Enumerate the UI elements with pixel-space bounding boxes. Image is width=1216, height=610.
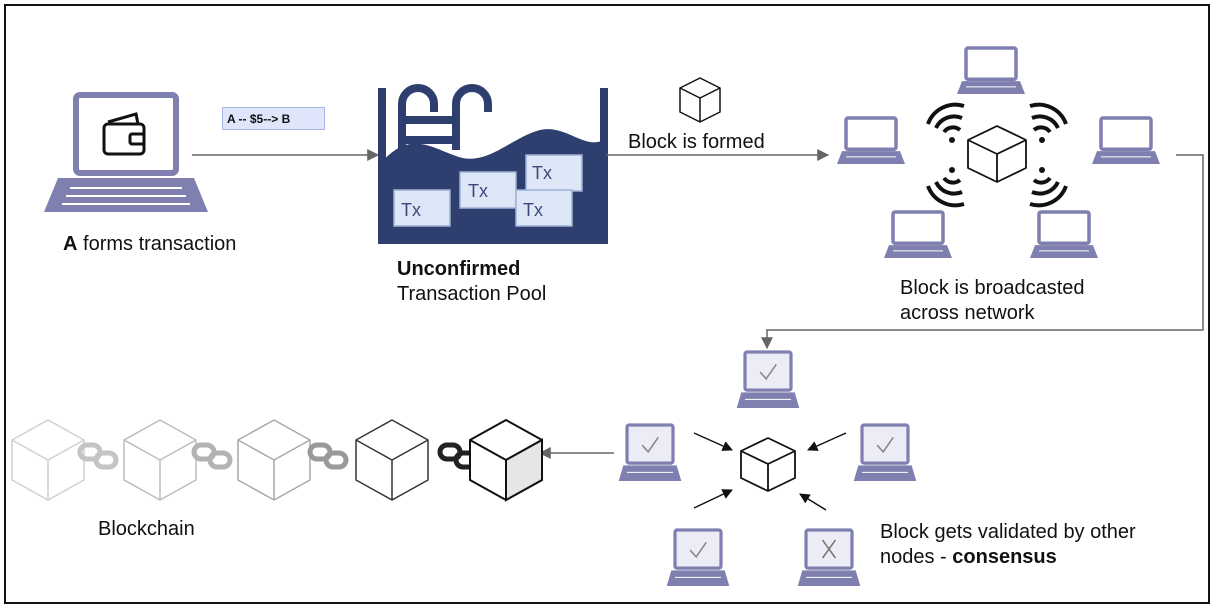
sender-laptop-icon (44, 92, 208, 212)
network-laptop-icon (884, 210, 952, 258)
sender-text: forms transaction (83, 233, 237, 255)
validation-line1: Block gets validated by other (880, 521, 1136, 543)
wifi-signal-icon (926, 102, 965, 143)
pool-title: Unconfirmed (397, 258, 521, 280)
tx-card: Tx (525, 154, 583, 192)
svg-text:Tx: Tx (523, 200, 543, 220)
svg-text:Tx: Tx (401, 200, 421, 220)
chain-link-icon (191, 442, 233, 470)
pool-ladder-icon (398, 84, 492, 158)
network-laptop-icon (1092, 116, 1160, 164)
blockchain-label: Blockchain (98, 518, 195, 540)
tx-card: Tx (459, 171, 517, 209)
consensus-arrow (807, 432, 847, 451)
consensus-arrow (799, 493, 827, 511)
validator-laptop-icon (618, 423, 682, 481)
cross-icon (821, 539, 837, 559)
diagram-frame (4, 4, 1210, 604)
chain-block-cube-icon (355, 419, 429, 501)
sender-label: A forms transaction (63, 232, 236, 257)
check-icon (759, 363, 777, 381)
chain-block-cube-icon (469, 419, 543, 502)
validator-laptop-icon (736, 350, 800, 408)
network-laptop-icon (957, 46, 1025, 94)
chain-link-icon (307, 442, 349, 470)
consensus-arrow (693, 489, 733, 509)
check-icon (876, 436, 894, 454)
arrow-to-validation (761, 154, 1204, 350)
check-icon (689, 541, 707, 559)
validator-laptop-icon (853, 423, 917, 481)
pool-subtitle: Transaction Pool (397, 283, 547, 305)
chain-block-cube-icon (237, 419, 311, 501)
broadcast-label: Block is broadcasted across network (900, 276, 1085, 326)
sender-name: A (63, 233, 78, 255)
network-laptop-icon (1030, 210, 1098, 258)
broadcast-line2: across network (900, 302, 1035, 324)
block-formed-label: Block is formed (628, 131, 765, 153)
consensus-word: consensus (952, 546, 1057, 568)
tx-card: Tx (393, 189, 451, 227)
wallet-icon (102, 112, 146, 156)
chain-link-icon (77, 442, 119, 470)
check-icon (641, 436, 659, 454)
wifi-signal-icon (926, 167, 965, 208)
pool-label: Unconfirmed Transaction Pool (397, 257, 546, 307)
wifi-signal-icon (1029, 167, 1068, 208)
svg-text:Tx: Tx (468, 181, 488, 201)
network-laptop-icon (837, 116, 905, 164)
broadcast-line1: Block is broadcasted (900, 277, 1085, 299)
wifi-signal-icon (1029, 102, 1068, 143)
validator-laptop-icon (797, 528, 861, 586)
validation-line2-prefix: nodes - (880, 546, 953, 568)
validator-laptop-icon (666, 528, 730, 586)
svg-text:Tx: Tx (532, 163, 552, 183)
tx-card: Tx (515, 189, 573, 227)
block-cube-icon (740, 437, 796, 492)
block-cube-icon (967, 125, 1027, 183)
chain-block-cube-icon (123, 419, 197, 501)
block-cube-icon (679, 77, 721, 123)
transaction-tag: A -- $5--> B (222, 107, 325, 130)
validation-label: Block gets validated by other nodes - co… (880, 520, 1136, 570)
consensus-arrow (693, 432, 733, 451)
chain-block-cube-icon (11, 419, 85, 501)
